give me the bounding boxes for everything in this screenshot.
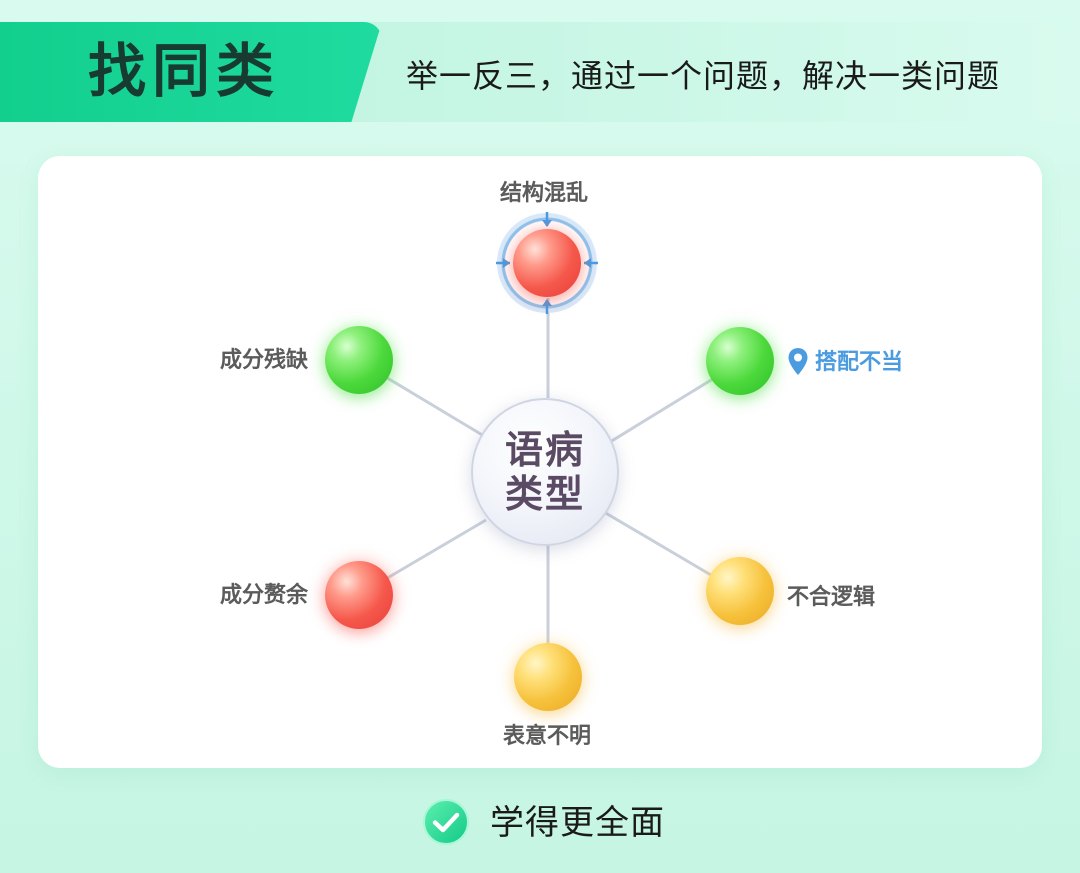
node-label-unclear-meaning: 表意不明 <box>503 724 592 749</box>
node-ball-unclear-meaning[interactable] <box>514 643 582 711</box>
check-circle-icon <box>423 799 469 845</box>
node-label-missing-component: 成分残缺 <box>220 348 309 373</box>
footer-caption: 学得更全面 <box>490 803 665 843</box>
node-ball-redundant-component[interactable] <box>325 561 393 629</box>
node-label-illogical: 不合逻辑 <box>787 585 876 610</box>
node-label-redundant-component: 成分赘余 <box>220 583 309 608</box>
page-title: 找同类 <box>88 37 281 105</box>
page-subtitle: 举一反三，通过一个问题，解决一类问题 <box>406 57 1001 95</box>
node-ball-illogical[interactable] <box>706 557 774 625</box>
header-tab <box>0 22 382 122</box>
center-label-line2: 类型 <box>504 472 585 516</box>
center-node-error-types: 语病 类型 <box>471 398 619 546</box>
node-ball-improper-collocation[interactable] <box>706 327 774 395</box>
center-label-line1: 语病 <box>504 428 585 472</box>
node-label-structure-chaos: 结构混乱 <box>500 181 589 206</box>
node-ball-missing-component[interactable] <box>325 326 393 394</box>
node-label-improper-collocation: 搭配不当 <box>815 350 904 375</box>
node-ball-structure-chaos[interactable] <box>513 229 581 297</box>
location-pin-icon <box>788 348 808 375</box>
